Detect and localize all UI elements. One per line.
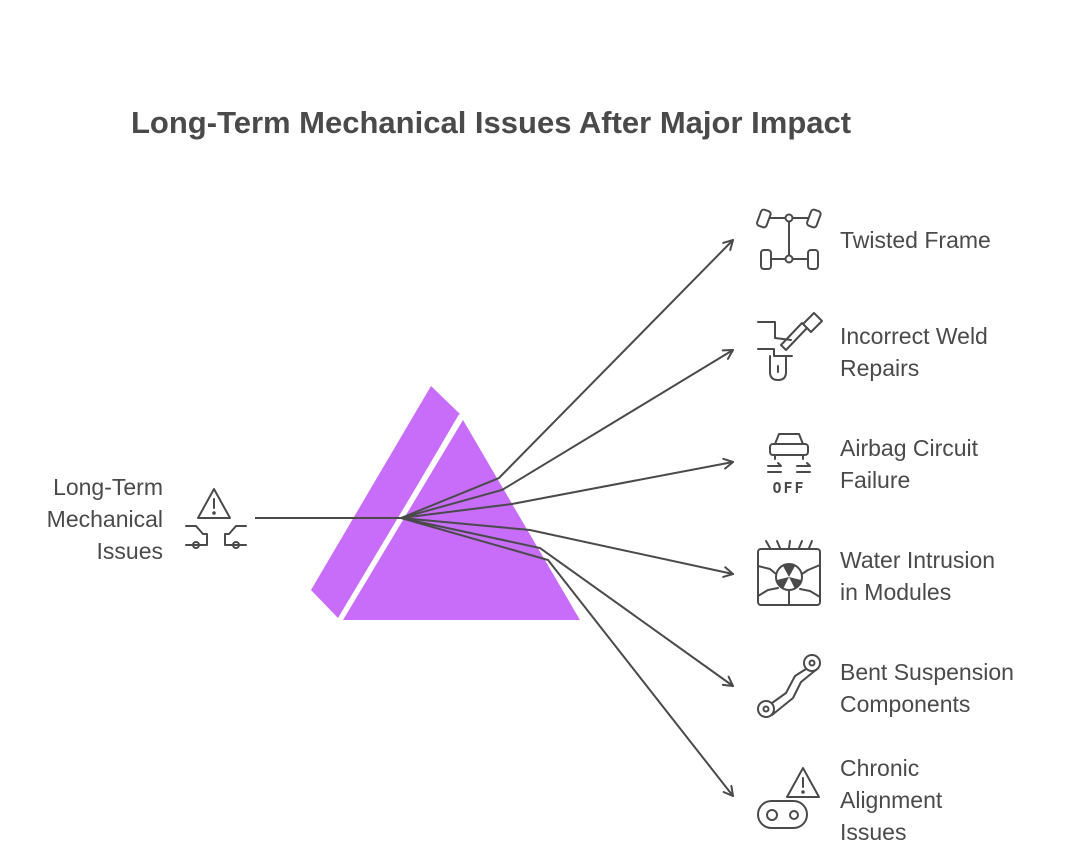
ray-chronic-alignment bbox=[400, 517, 734, 797]
label-chronic-alignment: Chronic Alignment Issues bbox=[840, 752, 942, 848]
label-line: Bent Suspension bbox=[840, 659, 1014, 685]
label-incorrect-weld: Incorrect Weld Repairs bbox=[840, 320, 988, 384]
label-line: Repairs bbox=[840, 355, 920, 381]
ray-incorrect-weld bbox=[400, 349, 734, 519]
label-line: Twisted Frame bbox=[840, 227, 991, 253]
alignment-warning-icon bbox=[757, 767, 820, 829]
chassis-frame-icon bbox=[756, 208, 822, 270]
ray-water-intrusion bbox=[400, 517, 734, 578]
label-line: Issues bbox=[840, 819, 907, 845]
source-label-line: Mechanical bbox=[46, 506, 163, 532]
ray-twisted-frame bbox=[400, 239, 734, 519]
label-line: Components bbox=[840, 691, 971, 717]
label-line: in Modules bbox=[840, 579, 952, 605]
ray-airbag-circuit bbox=[400, 457, 734, 519]
source-label-line: Issues bbox=[96, 538, 163, 564]
airbag-off-icon bbox=[767, 433, 811, 473]
label-line: Airbag Circuit bbox=[840, 435, 979, 461]
label-line: Water Intrusion bbox=[840, 547, 996, 573]
label-airbag-circuit: Airbag Circuit Failure bbox=[840, 432, 978, 496]
airbag-off-text: OFF bbox=[772, 479, 805, 497]
label-line: Chronic bbox=[840, 755, 920, 781]
label-twisted-frame: Twisted Frame bbox=[840, 224, 991, 256]
source-label-line: Long-Term bbox=[53, 474, 163, 500]
label-water-intrusion: Water Intrusion in Modules bbox=[840, 544, 995, 608]
ray-lines bbox=[400, 239, 734, 797]
ray-bent-suspension bbox=[400, 517, 734, 687]
suspension-arm-icon bbox=[757, 654, 821, 718]
label-line: Failure bbox=[840, 467, 911, 493]
prism bbox=[311, 386, 580, 621]
water-module-icon bbox=[757, 540, 821, 606]
welding-icon bbox=[757, 312, 823, 381]
label-line: Incorrect Weld bbox=[840, 323, 988, 349]
prism-front-face bbox=[343, 420, 580, 620]
label-line: Alignment bbox=[840, 787, 943, 813]
source-label: Long-Term Mechanical Issues bbox=[0, 471, 163, 567]
diagram-title: Long-Term Mechanical Issues After Major … bbox=[131, 105, 852, 140]
warning-cars-icon bbox=[185, 488, 247, 549]
prism-back-face bbox=[311, 386, 460, 618]
label-bent-suspension: Bent Suspension Components bbox=[840, 656, 1014, 720]
